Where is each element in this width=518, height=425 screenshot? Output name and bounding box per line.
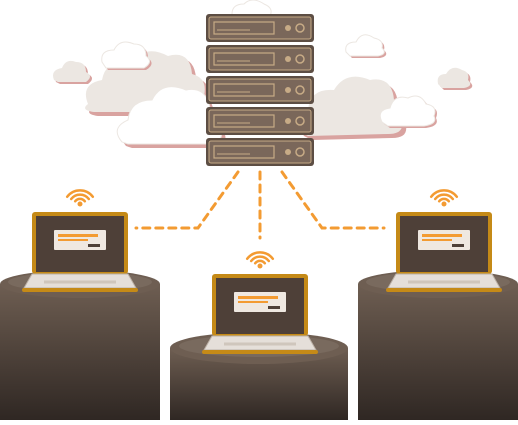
cloud-icon [296, 76, 409, 140]
screen-card [418, 230, 470, 250]
pedestal-left [0, 270, 160, 420]
screen-card [54, 230, 106, 250]
server-unit [206, 107, 314, 135]
server-unit [206, 45, 314, 73]
server-rack-icon [206, 14, 314, 166]
cloud-group [53, 0, 473, 148]
server-unit [206, 14, 314, 42]
wifi-icon [65, 189, 95, 207]
server-unit [206, 138, 314, 166]
cloud-icon [379, 95, 437, 128]
laptop-left [22, 189, 138, 292]
connection-lines [134, 170, 386, 240]
connection-line-left [134, 170, 240, 230]
laptop-group [22, 189, 502, 354]
cloud-icon [116, 86, 226, 148]
cloud-icon [53, 60, 92, 84]
laptop-right [386, 189, 502, 292]
screen-card [234, 292, 286, 312]
pedestal-right [358, 270, 518, 420]
connection-line-right [280, 170, 386, 230]
cloud-icon [101, 41, 152, 70]
server-unit [206, 76, 314, 104]
cloud-icon [345, 34, 387, 58]
wifi-icon [429, 189, 459, 207]
laptop-center [202, 251, 318, 354]
wifi-icon [245, 251, 275, 269]
cloud-icon [437, 67, 473, 90]
cloud-icon [231, 0, 272, 19]
